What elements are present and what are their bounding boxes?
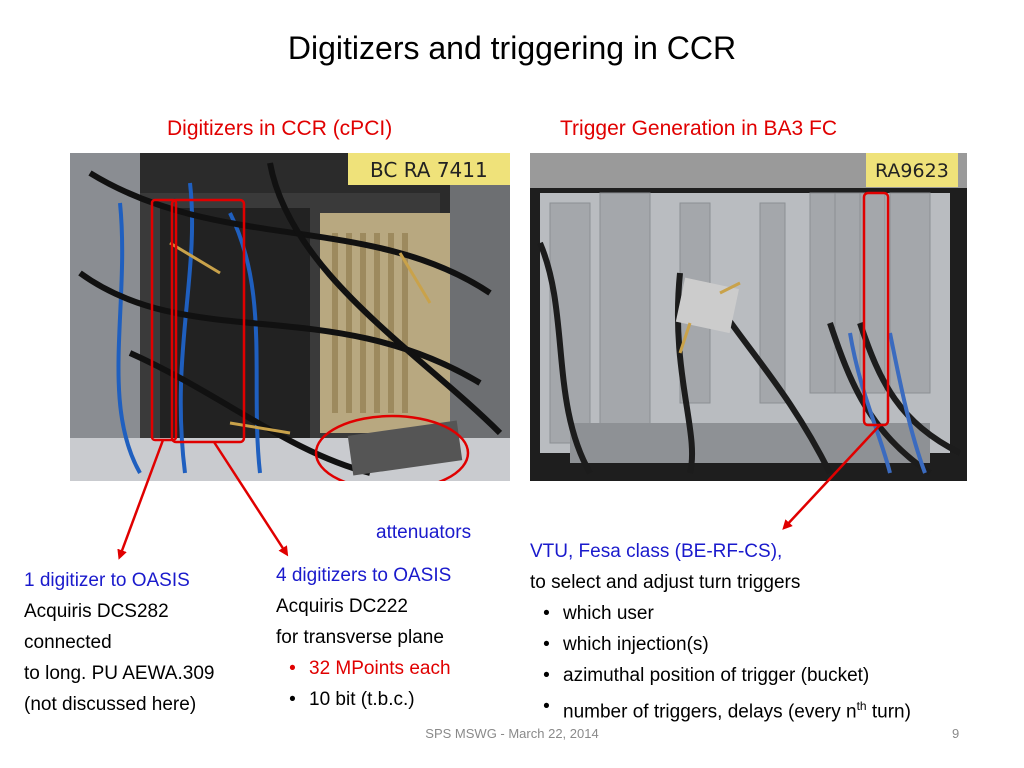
col3-bullet3-text: azimuthal position of trigger (bucket) (563, 665, 870, 686)
bullet-marker: • (543, 603, 550, 624)
col1-line1: 1 digitizer to OASIS (24, 570, 190, 591)
col2-line3: for transverse plane (276, 627, 444, 648)
col3-bullet3: • azimuthal position of trigger (bucket) (530, 660, 911, 691)
attenuators-ellipse (314, 414, 470, 481)
col3-bullet4-main: number of triggers, delays (every n (563, 701, 857, 723)
trigger-rack-photo: RA9623 (530, 153, 967, 481)
col1-line4: to long. PU AEWA.309 (24, 663, 215, 684)
col1-line2: Acquiris DCS282 (24, 601, 169, 622)
vtu-box (862, 191, 890, 427)
bullet-marker: • (543, 634, 550, 655)
col3-bullet4: • number of triggers, delays (every nth … (530, 691, 911, 727)
col3-bullet2: • which injection(s) (530, 629, 911, 660)
single-digitizer-box (150, 198, 178, 442)
right-heading: Trigger Generation in BA3 FC (560, 117, 838, 140)
arrow-four-digitizers (212, 441, 289, 557)
bullet-marker: • (543, 665, 550, 686)
col3-bullet1-text: which user (563, 603, 654, 624)
col3-line2: to select and adjust turn triggers (530, 572, 801, 593)
left-photo-label: BC RA 7411 (370, 158, 488, 182)
col3-bullet4-sup: th (856, 699, 867, 713)
bullet-marker: • (289, 658, 296, 679)
col2-line1: 4 digitizers to OASIS (276, 565, 452, 586)
arrow-single-digitizer (117, 439, 165, 560)
bullet-marker: • (289, 689, 296, 710)
col2-bullet1-text: 32 MPoints each (309, 658, 451, 679)
col1-line3: connected (24, 632, 112, 653)
col3-bullet4-text: number of triggers, delays (every nth tu… (563, 691, 911, 727)
arrow-vtu (782, 424, 881, 530)
col2-bullet2-text: 10 bit (t.b.c.) (309, 689, 415, 710)
four-digitizers-box (170, 198, 246, 444)
right-photo-label: RA9623 (875, 160, 949, 182)
col1-text: 1 digitizer to OASIS Acquiris DCS282 con… (24, 565, 214, 720)
footer-center: SPS MSWG - March 22, 2014 (425, 726, 599, 741)
attenuators-label: attenuators (376, 522, 472, 543)
col2-line2: Acquiris DC222 (276, 596, 408, 617)
digitizer-rack-photo: BC RA 7411 (70, 153, 510, 481)
page-number: 9 (952, 726, 960, 741)
col2-text: 4 digitizers to OASIS Acquiris DC222 for… (276, 560, 451, 715)
col2-bullet2: • 10 bit (t.b.c.) (276, 684, 451, 715)
slide-title: Digitizers and triggering in CCR (287, 30, 737, 66)
col2-bullet1: • 32 MPoints each (276, 653, 451, 684)
left-heading: Digitizers in CCR (cPCI) (167, 117, 393, 140)
col3-line1: VTU, Fesa class (BE-RF-CS), (530, 541, 783, 562)
bullet-marker: • (543, 696, 550, 717)
col3-bullet1: • which user (530, 598, 911, 629)
col3-text: VTU, Fesa class (BE-RF-CS), to select an… (530, 536, 911, 727)
col1-line5: (not discussed here) (24, 694, 197, 715)
col3-bullet4-end: turn) (866, 701, 911, 723)
col3-bullet2-text: which injection(s) (563, 634, 709, 655)
